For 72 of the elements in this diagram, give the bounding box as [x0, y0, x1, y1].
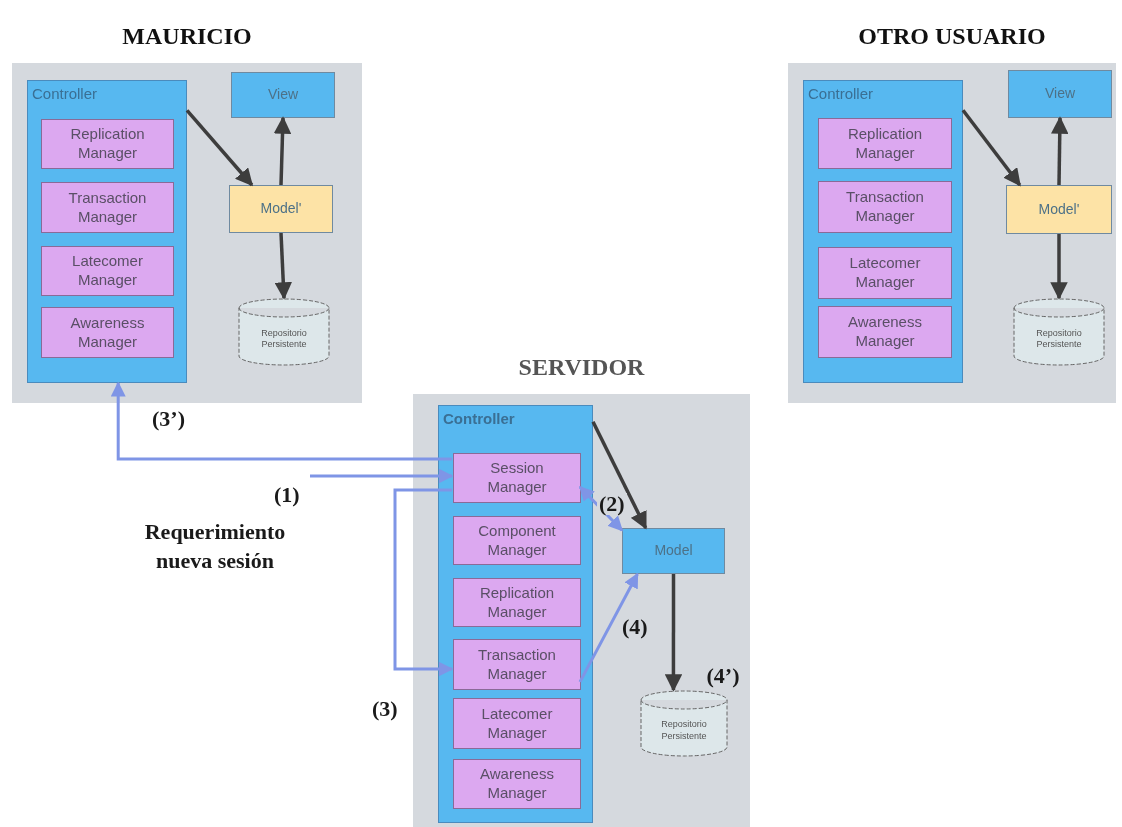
edge-label: (1)	[272, 484, 302, 506]
manager-label: Latecomer Manager	[848, 254, 922, 292]
manager-label: Awareness Manager	[479, 765, 555, 803]
database-cylinder	[238, 298, 330, 366]
manager-label: Component Manager	[477, 521, 557, 560]
manager-box	[818, 118, 952, 169]
arrow	[393, 488, 454, 677]
manager-box	[41, 307, 174, 358]
edge-label: (3’)	[150, 408, 187, 430]
box-label: View	[267, 86, 299, 104]
manager-label: Transaction Manager	[477, 645, 557, 684]
manager-box	[818, 247, 952, 299]
box-label: Model'	[1038, 200, 1080, 219]
manager-label: Awareness Manager	[847, 313, 923, 351]
model-box	[622, 528, 725, 574]
controller-label: Controller	[808, 85, 874, 102]
box-label: View	[1044, 85, 1076, 103]
arrow	[310, 468, 454, 484]
database-label: Repositorio Persistente	[260, 327, 308, 351]
view-box	[231, 72, 335, 118]
manager-label: Replication Manager	[69, 125, 146, 163]
database-label: Repositorio Persistente	[1035, 327, 1083, 351]
database-label: Repositorio Persistente	[660, 719, 708, 742]
arrow	[961, 109, 1022, 187]
model-box	[229, 185, 333, 233]
manager-box	[453, 698, 581, 749]
database-cylinder	[1013, 298, 1105, 366]
manager-box	[453, 759, 581, 809]
manager-box	[453, 639, 581, 690]
manager-box	[41, 246, 174, 296]
edge-label: (2)	[597, 493, 627, 515]
controller-label: Controller	[32, 85, 98, 102]
manager-label: Replication Manager	[846, 124, 924, 163]
arrow	[664, 574, 683, 692]
note-text: Requerimiento nueva sesión	[143, 518, 287, 575]
arrow	[274, 232, 292, 300]
arrow	[110, 381, 452, 461]
manager-box	[818, 181, 952, 233]
manager-box	[818, 306, 952, 358]
manager-box	[453, 578, 581, 627]
note-text: (4’)	[705, 662, 741, 690]
edge-label: (4)	[620, 616, 650, 638]
controller-label: Controller	[443, 410, 515, 427]
manager-label: Transaction Manager	[67, 188, 148, 227]
panel-title: SERVIDOR	[517, 354, 646, 381]
manager-label: Latecomer Manager	[71, 252, 144, 290]
manager-box	[453, 453, 581, 503]
box-label: Model	[654, 542, 693, 560]
controller-box	[803, 80, 963, 383]
manager-box	[453, 516, 581, 565]
manager-label: Awareness Manager	[69, 313, 146, 352]
controller-box	[438, 405, 593, 823]
arrow	[591, 420, 648, 530]
arrow	[1050, 234, 1068, 300]
manager-box	[41, 119, 174, 169]
arrow	[1051, 116, 1069, 186]
arrow	[578, 572, 639, 683]
manager-label: Transaction Manager	[845, 188, 925, 226]
arrow	[273, 116, 292, 186]
edge-label: (3)	[370, 698, 400, 720]
database-cylinder	[640, 690, 728, 757]
panel-title: MAURICIO	[121, 23, 253, 50]
arrow	[185, 109, 254, 187]
manager-label: Replication Manager	[478, 583, 556, 622]
manager-label: Latecomer Manager	[480, 704, 554, 743]
controller-box	[27, 80, 187, 383]
panel-title: OTRO USUARIO	[857, 23, 1047, 50]
view-box	[1008, 70, 1112, 118]
model-box	[1006, 185, 1112, 234]
manager-box	[41, 182, 174, 233]
box-label: Model'	[260, 200, 302, 218]
manager-label: Session Manager	[486, 459, 548, 497]
